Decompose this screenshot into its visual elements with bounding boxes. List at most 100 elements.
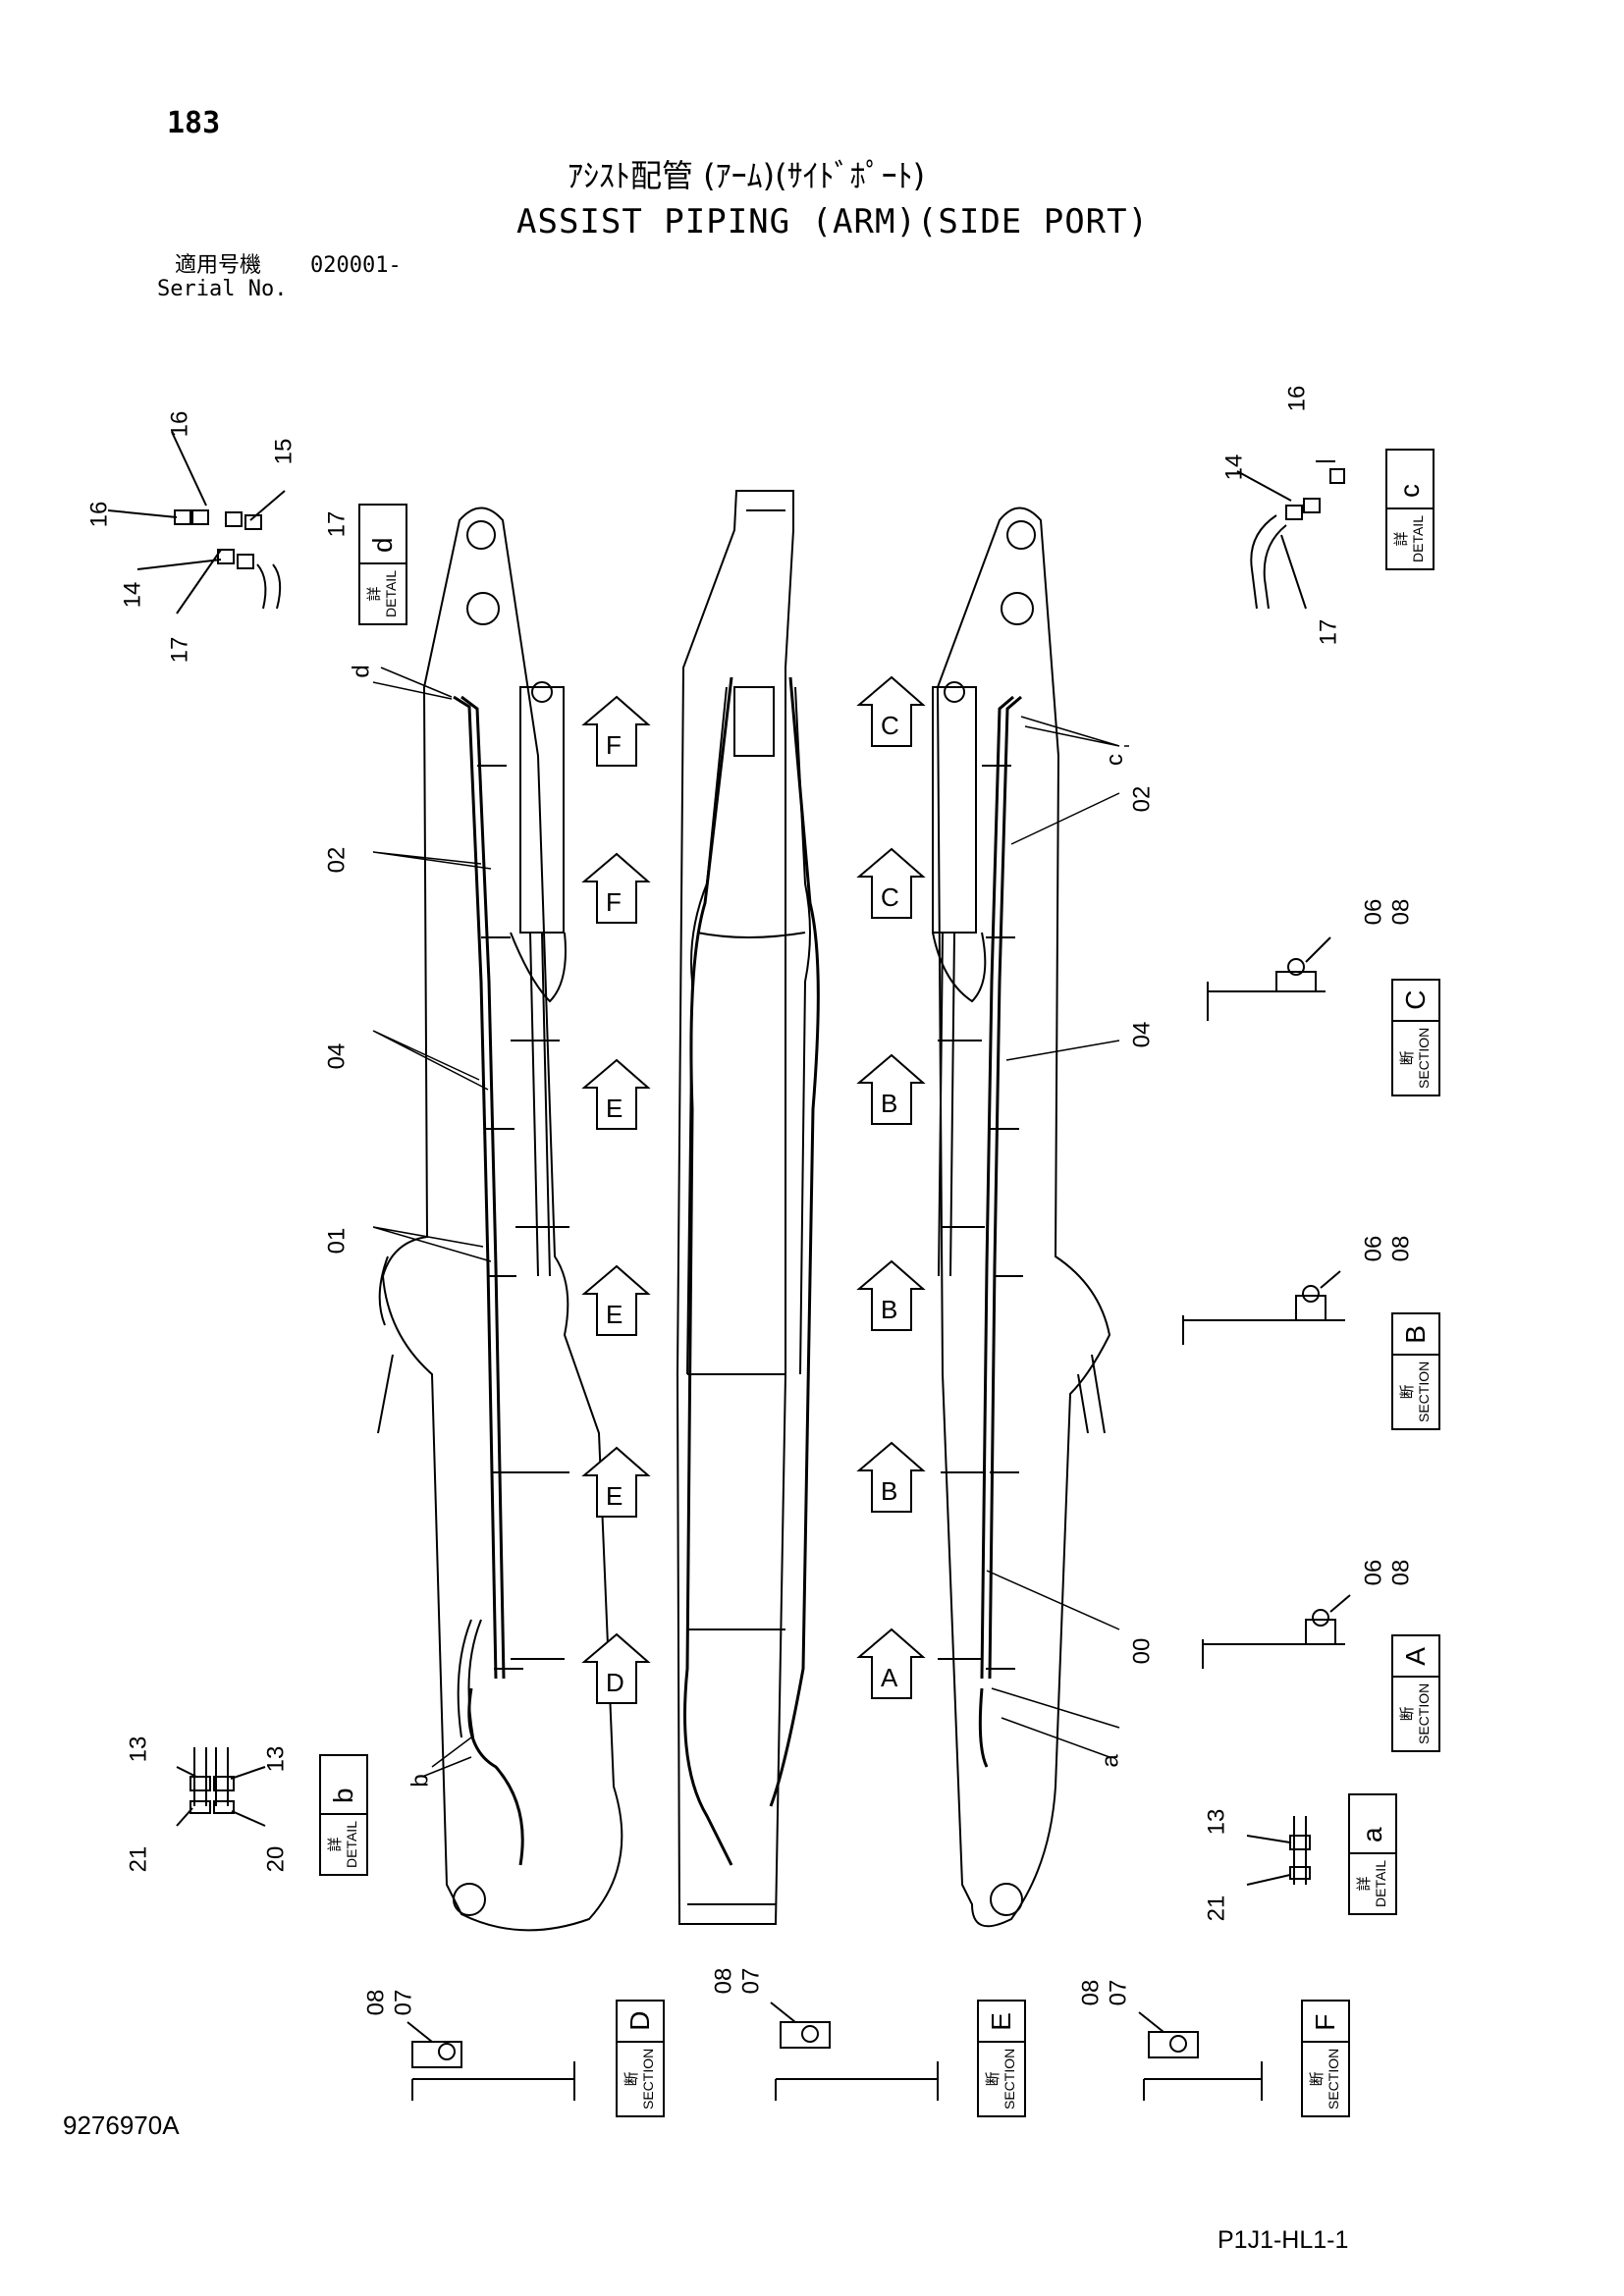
section-b-parts-06: 06 — [1360, 1235, 1387, 1262]
view-arrow-label: E — [606, 1481, 623, 1511]
serial-value: 020001- — [310, 253, 402, 278]
view-arrow-f1: F — [581, 695, 651, 767]
section-kanji-1: 断 — [1399, 1706, 1416, 1722]
part-number-13a: 13 — [1203, 1808, 1230, 1836]
section-a-parts-06: 06 — [1360, 1559, 1387, 1586]
section-word: SECTION — [1416, 1027, 1432, 1089]
left-clamps — [477, 765, 569, 1670]
view-arrow-c2: C — [856, 847, 926, 919]
section-letter: C — [1400, 989, 1431, 1010]
serial-label-jp: 適用号機 — [175, 253, 262, 278]
document-number: 9276970A — [63, 2110, 180, 2140]
view-arrow-label: E — [606, 1300, 623, 1329]
detail-word: DETAIL — [1373, 1860, 1388, 1907]
leader-lines — [372, 681, 1120, 1768]
part-number-21b: 21 — [125, 1845, 152, 1873]
section-letter: E — [986, 2012, 1016, 2031]
view-arrow-label: F — [606, 730, 622, 760]
detail-letter: b — [328, 1788, 358, 1804]
center-arm-hoses — [683, 676, 820, 1866]
serial-label-en: Serial No. — [157, 277, 288, 301]
section-d-parts-08: 08 — [362, 1989, 390, 2016]
view-arrow-label: C — [881, 711, 899, 740]
section-c-parts-08: 08 — [1387, 898, 1415, 926]
section-letter: B — [1400, 1325, 1431, 1344]
view-arrow-label: D — [606, 1668, 624, 1697]
part-number-14: 14 — [119, 581, 146, 609]
right-arm-hoses — [978, 695, 1022, 1768]
section-e-parts-07: 07 — [737, 1967, 765, 1995]
detail-kanji-1: 詳 — [327, 1837, 344, 1852]
section-f-parts-08: 08 — [1077, 1979, 1105, 2006]
part-number-04-right: 04 — [1128, 1021, 1156, 1048]
detail-kanji-1: 詳 — [1393, 531, 1410, 547]
section-c-sketch — [1207, 936, 1331, 1021]
part-number-16: 16 — [166, 410, 193, 438]
detail-word: DETAIL — [383, 570, 399, 617]
drawing-code: P1J1-HL1-1 — [1218, 2226, 1349, 2254]
detail-word: DETAIL — [344, 1821, 359, 1868]
view-arrow-label: C — [881, 882, 899, 912]
right-cylinder — [932, 681, 987, 1277]
callout-a: a — [1097, 1754, 1124, 1768]
detail-word: DETAIL — [1410, 515, 1426, 562]
section-letter: F — [1310, 2013, 1340, 2031]
section-f-parts-07: 07 — [1105, 1979, 1132, 2006]
section-word: SECTION — [1001, 2048, 1017, 2109]
view-arrow-label: F — [606, 887, 622, 917]
part-number-15: 15 — [270, 438, 298, 465]
section-e-sketch — [770, 2002, 939, 2101]
right-clamps — [938, 765, 1023, 1670]
view-arrows-right: C C B B B A — [856, 675, 926, 1699]
section-a-parts-08: 08 — [1387, 1559, 1415, 1586]
view-arrow-b3: B — [856, 1441, 926, 1513]
detail-b-drawing — [176, 1747, 266, 1827]
section-kanji-1: 断 — [623, 2071, 640, 2087]
detail-letter: d — [367, 537, 398, 554]
view-arrow-label: A — [881, 1663, 898, 1692]
section-d-parts-07: 07 — [390, 1989, 417, 2016]
part-number-20: 20 — [262, 1845, 290, 1873]
view-arrow-f2: F — [581, 852, 651, 924]
page-number: 183 — [167, 106, 221, 140]
view-arrow-label: B — [881, 1295, 897, 1324]
part-number-17: 17 — [323, 510, 351, 538]
view-arrow-label: B — [881, 1089, 897, 1118]
detail-letter: c — [1394, 484, 1425, 499]
part-number-13b1: 13 — [125, 1735, 152, 1763]
part-number-14c: 14 — [1220, 454, 1248, 481]
part-number-13b2: 13 — [262, 1745, 290, 1773]
view-arrow-e3: E — [581, 1446, 651, 1518]
view-arrow-b2: B — [856, 1259, 926, 1331]
detail-d-drawing — [107, 431, 286, 614]
part-number-21a: 21 — [1203, 1895, 1230, 1922]
left-cylinder — [510, 681, 567, 1277]
view-arrow-d: D — [581, 1632, 651, 1704]
left-arm-hoses — [453, 695, 524, 1866]
section-word: SECTION — [1326, 2048, 1341, 2109]
part-number-00: 00 — [1128, 1637, 1156, 1665]
view-arrows-left: F F E E E D — [581, 695, 651, 1704]
section-f-sketch — [1138, 2011, 1263, 2101]
part-number-16c: 16 — [1283, 385, 1311, 412]
section-letter: A — [1400, 1647, 1431, 1666]
callout-c: c — [1102, 754, 1128, 766]
section-kanji-1: 断 — [1309, 2071, 1326, 2087]
section-a-sketch — [1202, 1594, 1351, 1669]
view-arrow-c1: C — [856, 675, 926, 747]
section-word: SECTION — [1416, 1682, 1432, 1744]
view-arrow-label: B — [881, 1476, 897, 1506]
callout-d: d — [348, 665, 375, 678]
section-kanji-1: 断 — [985, 2071, 1001, 2087]
right-arm-outline — [936, 507, 1111, 1928]
section-kanji-1: 断 — [1399, 1050, 1416, 1066]
